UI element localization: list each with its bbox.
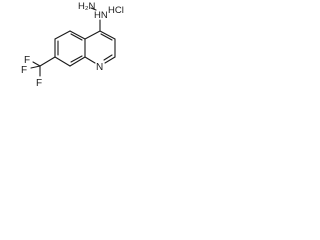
- fluorine-lower-label: F: [36, 78, 42, 89]
- bond-c4a-c4: [84, 30, 101, 40]
- bond-c4a-c5: [54, 30, 71, 40]
- bond-c4-c3: [99, 30, 116, 40]
- chemical-structure: HN H₂N HCl N F F F: [21, 1, 124, 89]
- bond-c6-cf3: [39, 56, 56, 67]
- bond-c-f-left: [30, 65, 41, 69]
- fluorine-left-label: F: [21, 65, 27, 76]
- hn-label: HN: [94, 10, 108, 21]
- bond-c4-c3-inner: [100, 33, 113, 41]
- trifluoromethyl-group: F F F: [21, 55, 56, 89]
- ring-nitrogen-label: N: [96, 62, 103, 73]
- benzene-ring: [54, 30, 86, 67]
- bond-c8a-c4a: [69, 30, 86, 40]
- h2n-label: H₂N: [78, 1, 96, 12]
- bond-nh-nh2: [90, 7, 97, 11]
- fluorine-upper-label: F: [24, 55, 30, 66]
- hcl-label: HCl: [108, 5, 124, 16]
- hydrazine-group: HN H₂N: [78, 1, 108, 32]
- bond-c7-c8: [69, 56, 86, 67]
- bond-c2-n1: [104, 56, 116, 64]
- bond-c8a-c4a-inner: [70, 33, 83, 41]
- bond-c-f-upper: [32, 61, 41, 67]
- pyridine-ring: [84, 30, 116, 64]
- bond-c7-c8-inner: [70, 55, 83, 63]
- bond-n1-c8a: [84, 56, 96, 64]
- bond-c2-n1-inner: [103, 54, 113, 61]
- bond-c6-c7: [54, 56, 71, 67]
